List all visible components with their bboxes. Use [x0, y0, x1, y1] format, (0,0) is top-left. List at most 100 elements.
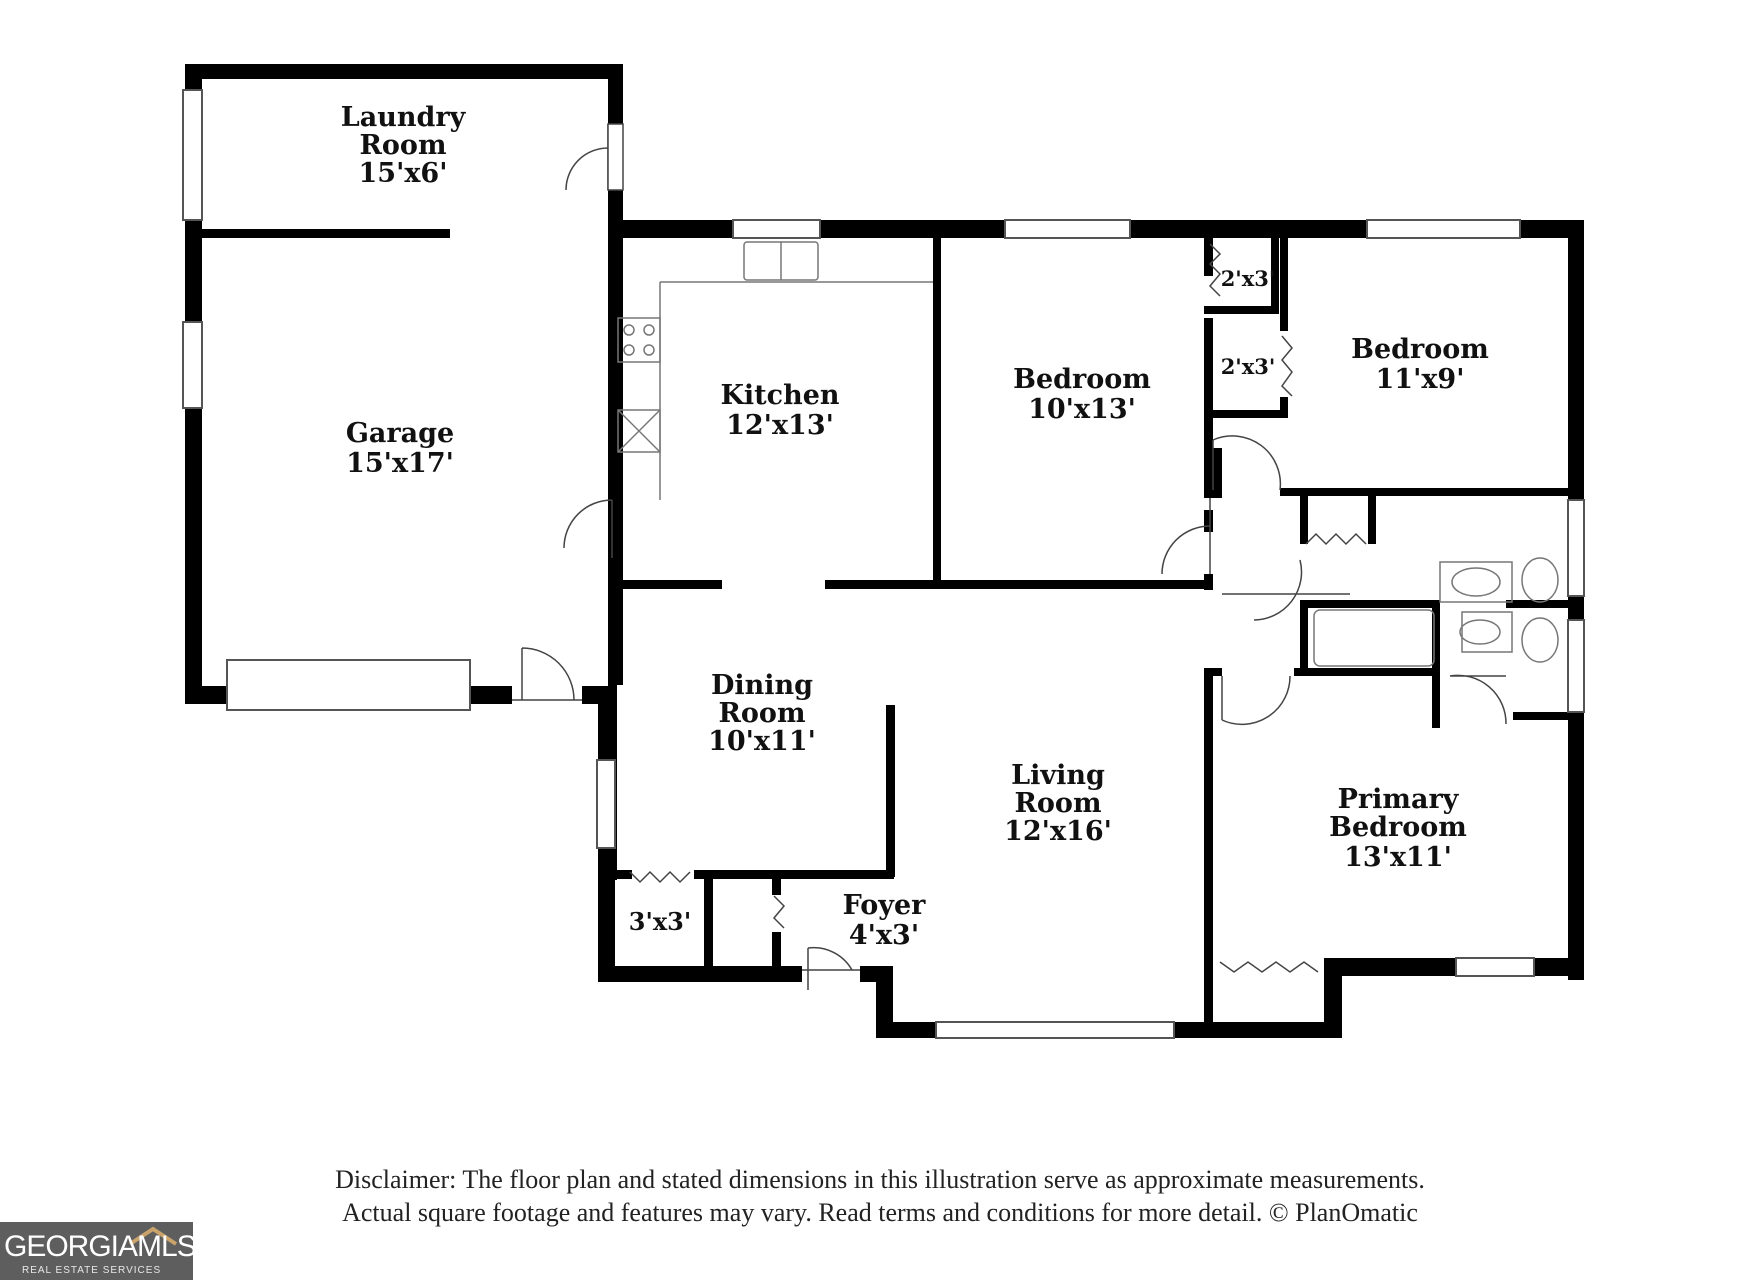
wall-top-3 [1130, 220, 1367, 238]
bifold-foyer-closet [772, 895, 786, 929]
room-kitchen-label: Kitchen 12'x13' [720, 380, 839, 441]
room-name-line: Bedroom [1351, 334, 1489, 365]
room-size: 4'x3' [849, 920, 919, 951]
room-primary-label: Primary Bedroom 13'x11' [1329, 784, 1467, 873]
room-size: 15'x6' [359, 158, 448, 189]
wall-primary-bottom-right [1534, 958, 1584, 976]
wall-closet-right [704, 870, 713, 982]
wall-foyer-right-bottom [860, 966, 892, 982]
room-bedroom-mid-label: Bedroom 10'x13' [1013, 364, 1151, 425]
wall-hall-left-top [1212, 448, 1222, 498]
wall-ext-left-upper [598, 700, 615, 760]
bifold-primary-closet [1219, 961, 1319, 973]
door-primary [1221, 675, 1291, 726]
room-living-label: Living Room 12'x16' [1004, 760, 1112, 847]
door-laundry [565, 124, 609, 191]
wall-primary-left-cap [1204, 668, 1222, 676]
room-foyer-label: Foyer 4'x3' [843, 890, 927, 951]
logo-text: GEORGIAMLS [4, 1230, 197, 1263]
room-name-line: Room [359, 130, 446, 161]
doors [512, 123, 1507, 990]
vanity-lower [1461, 611, 1513, 653]
walls [185, 64, 1584, 1038]
wall-primary-bump [1324, 958, 1342, 1038]
vanity-upper [1439, 561, 1513, 603]
stove [617, 317, 661, 363]
wall-bath-right [1506, 600, 1574, 608]
wall-right-lower [1568, 712, 1584, 980]
door-bedroom [1161, 498, 1211, 575]
window-wc [1567, 619, 1585, 713]
room-closet-top-size: 2'x3' [1221, 266, 1276, 291]
wall-top-4 [1520, 220, 1582, 238]
bifold-closet-1 [1208, 243, 1222, 297]
room-name-line: Bedroom [1329, 812, 1467, 843]
room-name-line: Laundry [341, 102, 467, 133]
wall-bedroom2-bottom [1280, 488, 1570, 496]
disclaimer-line-1: Disclaimer: The floor plan and stated di… [335, 1165, 1425, 1194]
sink-lower [1459, 619, 1501, 645]
wall-closet-2-bottom [1204, 410, 1286, 418]
fixtures [617, 241, 1559, 667]
wall-right-upper [1568, 220, 1584, 500]
room-closet-second-size: 2'x3' [1221, 354, 1276, 379]
wall-garage-bottom-mid [470, 686, 512, 704]
logo-subtext: REAL ESTATE SERVICES [22, 1265, 162, 1276]
garage-door [226, 659, 471, 711]
toilet-upper [1521, 557, 1559, 603]
wall-garage-bottom-right [582, 686, 612, 704]
wall-foyer-left-bottom [772, 932, 781, 982]
burner [623, 344, 635, 356]
wall-dining-right [886, 705, 895, 877]
bifold-linen [1305, 532, 1367, 546]
wall-dining-bottom-left [608, 870, 632, 879]
room-name-line: Dining [711, 670, 813, 701]
room-size: 12'x13' [726, 410, 834, 441]
wall-dining-bottom [694, 870, 894, 879]
window-bath [1567, 499, 1585, 597]
room-name-line: Room [718, 698, 805, 729]
wall-bedroom-right-low [1204, 510, 1213, 532]
window-laundry [182, 89, 203, 221]
room-name-line: Living [1011, 760, 1105, 791]
burner [643, 324, 655, 336]
wall-bath-bottom [1294, 668, 1440, 676]
wall-ext-left-lower [598, 848, 615, 982]
bifold-doors [629, 243, 1367, 973]
window-dining [596, 759, 616, 849]
wall-closet-1-right [1271, 236, 1279, 314]
room-size: 10'x11' [708, 726, 816, 757]
room-name-line: Bedroom [1013, 364, 1151, 395]
room-size: 10'x13' [1028, 394, 1136, 425]
wall-laundry-top [185, 64, 623, 79]
wall-kitchen-dining-left [612, 580, 722, 589]
wall-bath-tub-left [1300, 600, 1308, 672]
toilet-lower [1521, 617, 1559, 663]
room-name-line: Kitchen [720, 380, 839, 411]
window-primary [1455, 957, 1535, 977]
room-garage-label: Garage 15'x17' [346, 418, 454, 479]
door-bath [1222, 559, 1350, 621]
dishwasher [617, 409, 661, 453]
wall-primary-left [1204, 668, 1213, 980]
door-wc [1449, 674, 1507, 725]
bathtub [1313, 609, 1435, 667]
dishwasher-x [617, 409, 661, 453]
wall-primary-bottom-left [1324, 958, 1456, 976]
room-size: 12'x16' [1004, 816, 1112, 847]
room-dining-label: Dining Room 10'x11' [708, 670, 816, 757]
wall-primary-left-low [1204, 960, 1213, 1038]
room-size: 11'x9' [1376, 364, 1465, 395]
wall-living-left-bump [876, 966, 893, 1038]
bifold-dining-closet [629, 870, 691, 884]
door-front [802, 946, 860, 990]
wall-kitchen-dining-right [825, 580, 1210, 589]
wall-bedroom-right [1204, 318, 1213, 498]
door-garage-exit [512, 647, 582, 701]
wall-ext-bottom-left [598, 966, 802, 982]
room-bedroom-right-label: Bedroom 11'x9' [1351, 334, 1489, 395]
wall-laundry-right-upper [608, 64, 623, 124]
wall-laundry-divider [202, 229, 450, 238]
door-laundry-frame [607, 123, 624, 191]
